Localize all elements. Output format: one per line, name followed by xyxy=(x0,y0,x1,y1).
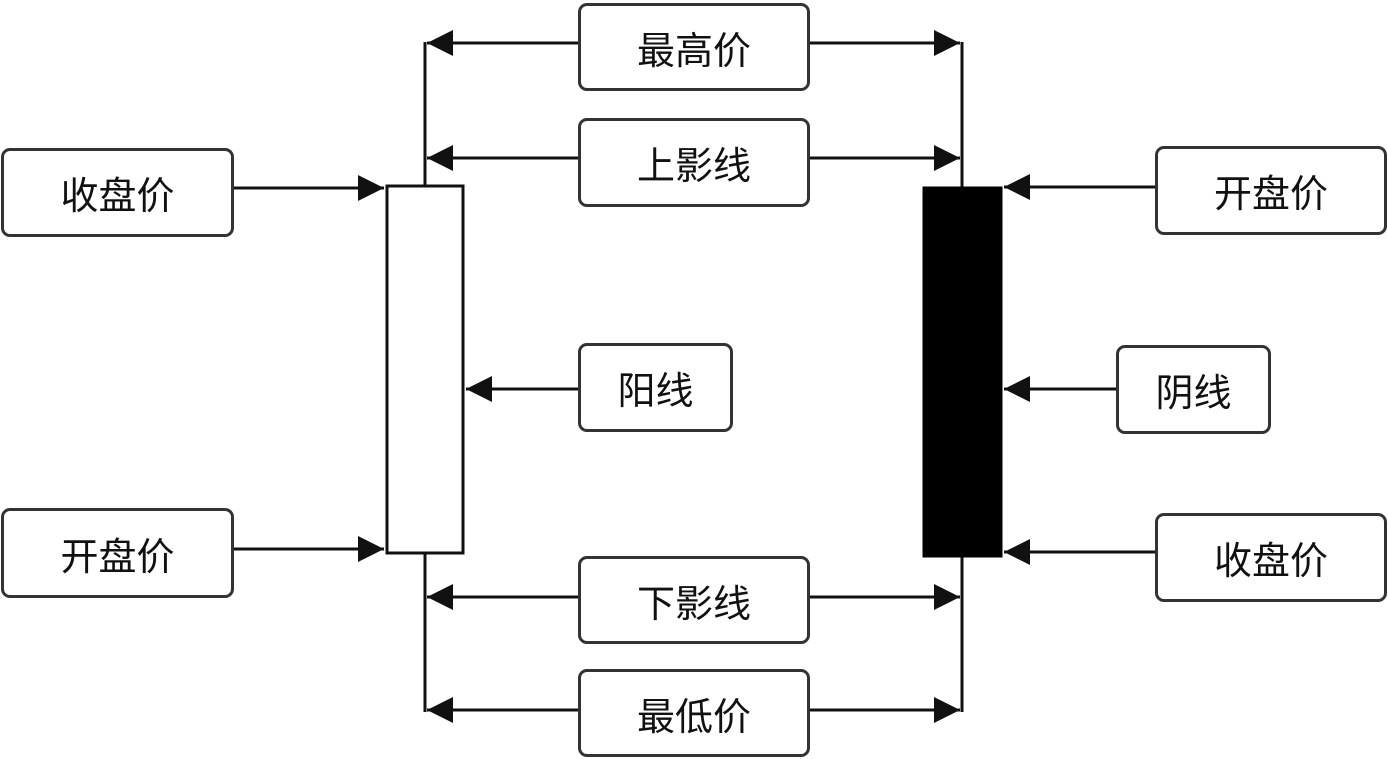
yang-close-label: 收盘价 xyxy=(1,148,234,237)
yin-line-label: 阴线 xyxy=(1116,345,1271,434)
upper-shadow-label: 上影线 xyxy=(578,118,810,207)
high-label: 最高价 xyxy=(578,3,810,91)
lower-shadow-label: 下影线 xyxy=(578,556,810,644)
yin-candle-body xyxy=(922,186,1003,558)
yang-candle-body xyxy=(385,184,465,555)
yin-close-label: 收盘价 xyxy=(1155,513,1387,602)
yang-line-label: 阳线 xyxy=(578,343,733,432)
yang-open-label: 开盘价 xyxy=(1,508,234,598)
yin-candlestick xyxy=(922,42,1003,712)
yang-candlestick xyxy=(385,42,465,712)
yin-open-label: 开盘价 xyxy=(1155,146,1387,235)
low-label: 最低价 xyxy=(578,669,810,757)
